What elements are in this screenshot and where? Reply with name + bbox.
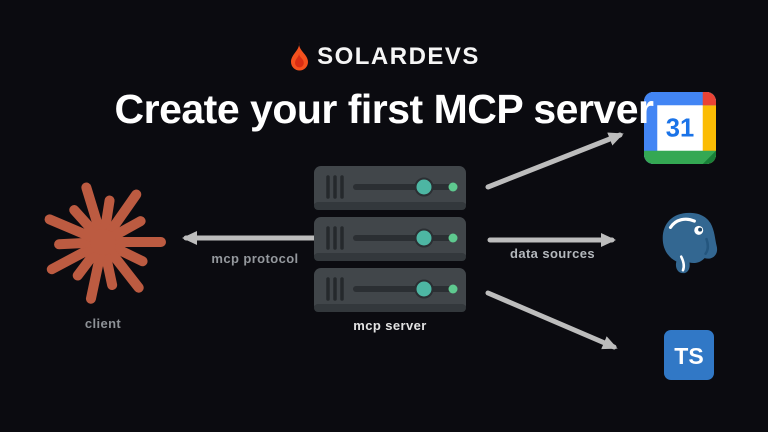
flame-icon [288,42,310,72]
page-title: Create your first MCP server [114,86,654,132]
brand: SOLARDEVS [0,42,768,72]
data-sources-label: data sources [509,246,595,261]
client-label: client [84,316,122,331]
typescript-icon: TS [664,330,714,380]
typescript-label: TS [674,343,703,369]
arrow-server-to-calendar [485,132,624,190]
client-starburst-icon [44,182,166,304]
google-calendar-icon: 31 [644,92,716,164]
arrow-server-to-typescript [485,290,618,350]
mcp-server-icon [314,166,466,312]
brand-name: SOLARDEVS [317,43,480,70]
mcp-server-label: mcp server [353,318,427,333]
mcp-protocol-label: mcp protocol [211,251,299,266]
calendar-day-number: 31 [666,115,694,143]
postgresql-icon [662,212,718,274]
